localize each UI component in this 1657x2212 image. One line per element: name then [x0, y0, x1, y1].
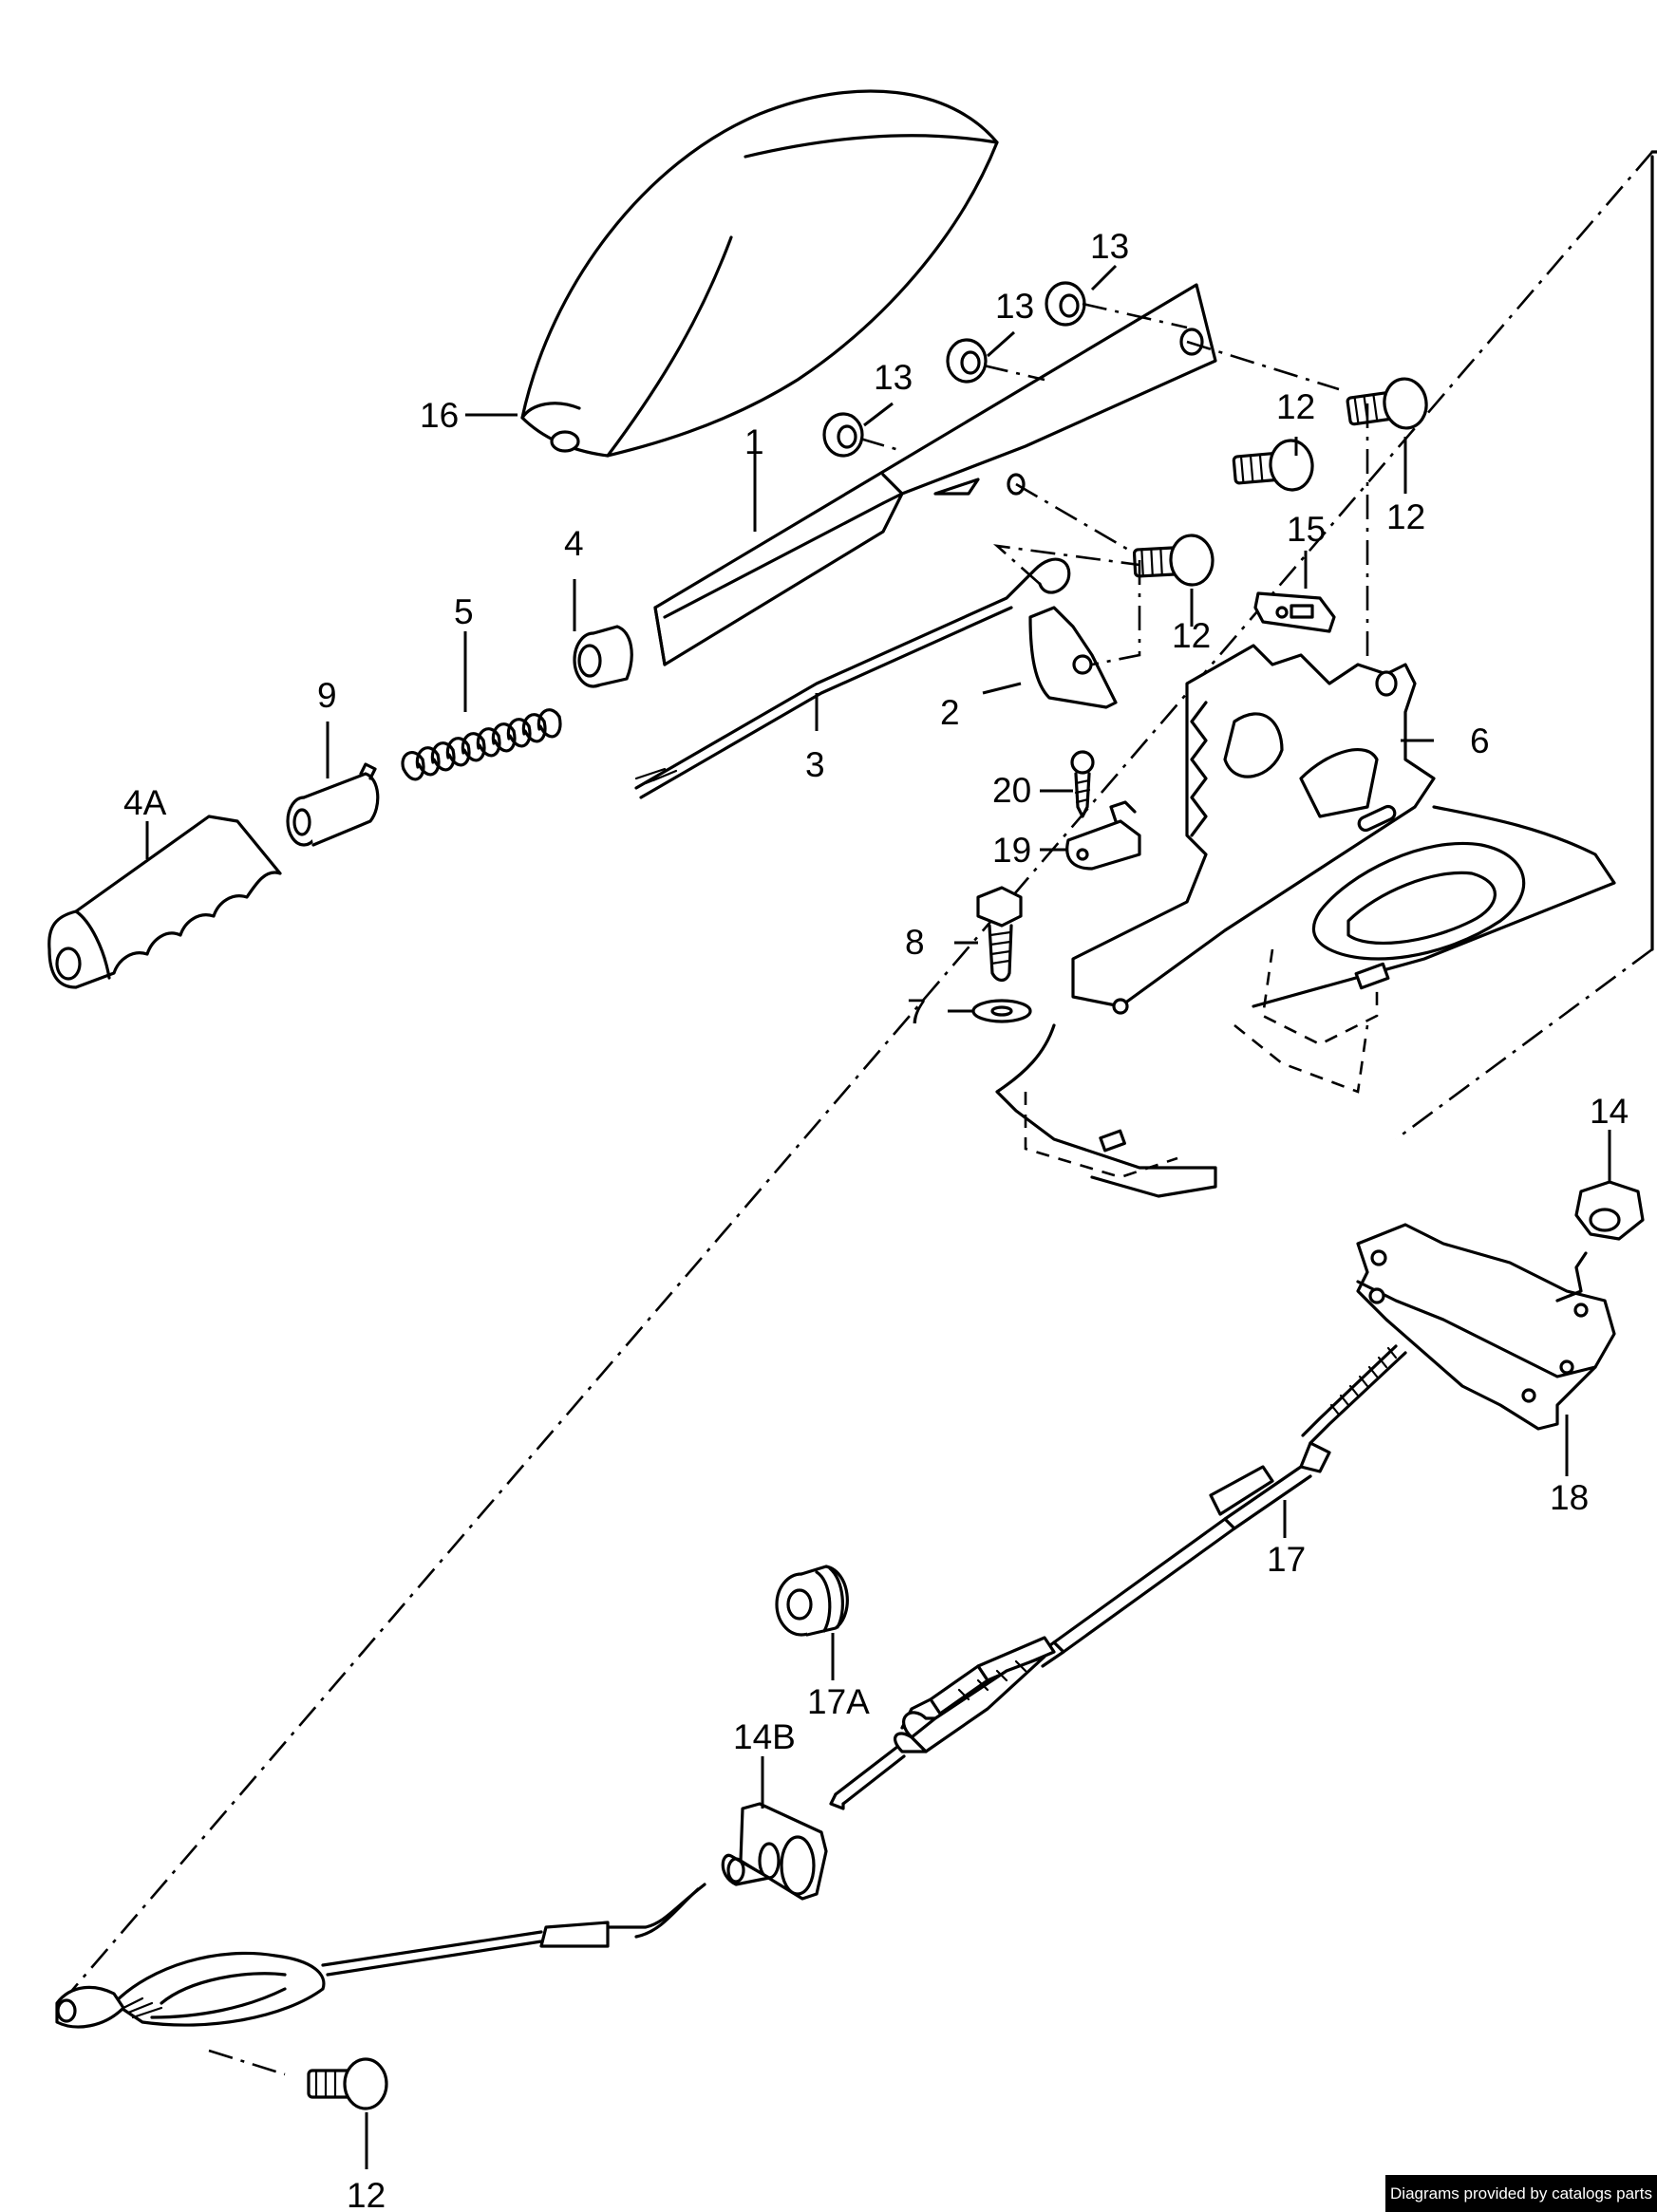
pin-parts-upper [992, 340, 1428, 666]
label-12-right: 12 [1386, 497, 1425, 536]
label-7: 7 [907, 992, 927, 1031]
spring-part [401, 708, 562, 781]
pushrod-part [634, 557, 1071, 799]
callout-lines [145, 264, 1611, 2169]
label-8: 8 [905, 923, 925, 962]
label-13-middle: 13 [995, 287, 1034, 326]
lever-boot-part [520, 89, 999, 458]
part-labels: 16 1 13 13 13 12 12 12 15 4 5 9 4A 3 2 6… [123, 227, 1629, 2212]
label-14: 14 [1590, 1092, 1629, 1131]
bolt-and-washer-parts [971, 886, 1032, 1023]
label-13-top: 13 [1090, 227, 1129, 266]
clip-and-screw-parts [1065, 750, 1141, 871]
pin-part-lower [307, 2057, 388, 2110]
cable-bracket-part [1356, 1223, 1616, 1431]
label-13-lower: 13 [874, 358, 913, 397]
pawl-part [1028, 606, 1118, 709]
reference-lines [56, 150, 1657, 2009]
label-4: 4 [564, 524, 584, 563]
credit-banner: Diagrams provided by catalogs parts [1385, 2175, 1657, 2212]
label-3: 3 [805, 745, 825, 784]
grommet-part [775, 1565, 849, 1637]
label-6: 6 [1470, 722, 1490, 760]
cable-clip-part [721, 1802, 828, 1901]
label-17a: 17A [807, 1682, 870, 1721]
guide-bushing-part [286, 762, 380, 847]
floor-panel [995, 805, 1616, 1198]
label-12-upper: 12 [1276, 387, 1315, 426]
label-17: 17 [1267, 1540, 1306, 1579]
label-18: 18 [1550, 1478, 1589, 1517]
handle-grip-part [47, 815, 282, 989]
label-1: 1 [744, 422, 764, 461]
bushing-parts [822, 281, 1188, 458]
label-9: 9 [317, 676, 337, 715]
label-16: 16 [420, 396, 459, 435]
nut-part [1555, 1180, 1645, 1303]
label-4a: 4A [123, 783, 167, 822]
label-20: 20 [992, 771, 1031, 810]
label-12-center: 12 [1172, 616, 1211, 655]
sleeve-part [573, 625, 633, 688]
plate-part [1253, 591, 1336, 633]
label-19: 19 [992, 831, 1031, 870]
label-2: 2 [940, 693, 960, 732]
ratchet-bracket-part [1071, 644, 1436, 1015]
label-14b: 14B [733, 1717, 796, 1756]
label-15: 15 [1287, 510, 1326, 549]
label-12-bottom: 12 [347, 2176, 386, 2212]
label-5: 5 [454, 592, 474, 631]
rear-cable-part [55, 1883, 706, 2076]
brake-cable-part [829, 1344, 1407, 1810]
